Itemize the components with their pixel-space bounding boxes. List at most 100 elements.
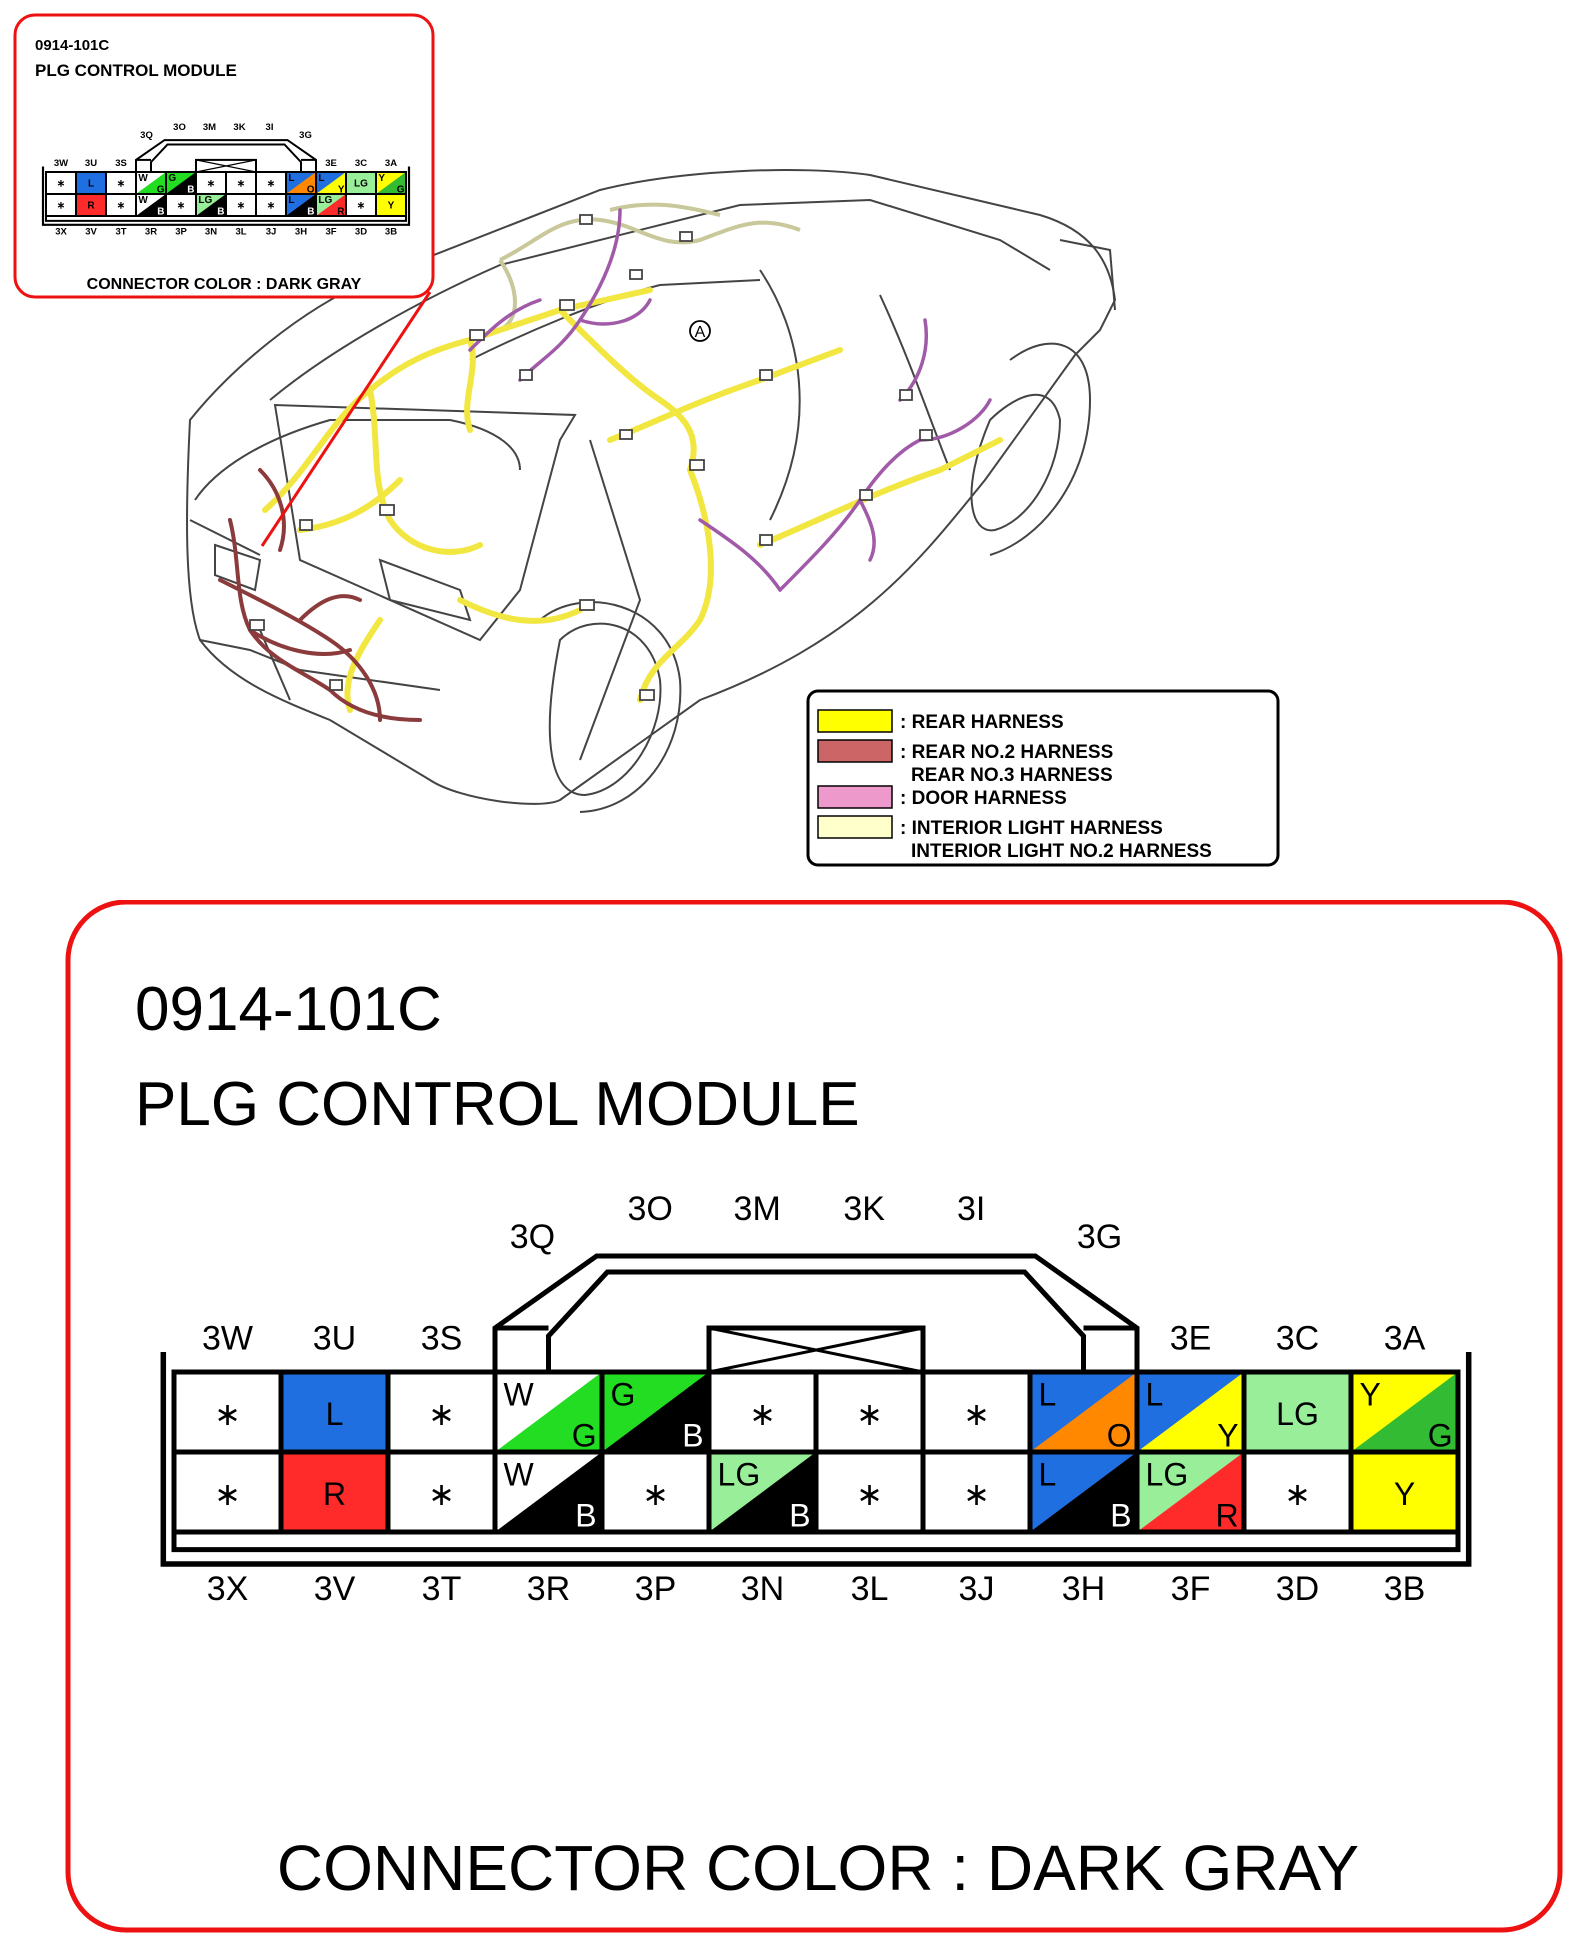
pin-cell: Y — [1348, 1449, 1461, 1535]
wire-color-primary: Y — [1360, 1377, 1381, 1413]
pin-label-raised: 3K — [843, 1190, 885, 1228]
interior-light-harness-route — [498, 202, 801, 332]
unused-pin-mark: ∗ — [428, 1476, 455, 1512]
pin-label-bottom: 3D — [1276, 1570, 1319, 1608]
unused-pin-mark: ∗ — [963, 1476, 990, 1512]
pin-label-raised: 3G — [1077, 1218, 1122, 1256]
wire-color-stripe: Y — [1217, 1417, 1238, 1453]
pin-cell: LG — [1241, 1369, 1354, 1455]
inset-code: 0914-101C — [35, 37, 109, 54]
inset-pin-cell: ∗ — [45, 171, 77, 195]
inset-pin-cell: ∗ — [45, 193, 77, 217]
pin-cell: ∗ — [385, 1449, 498, 1535]
pin-label-bottom: 3V — [314, 1570, 356, 1608]
pin-cell: YG — [1348, 1369, 1461, 1455]
inset-pin-label-bottom: 3L — [235, 227, 246, 238]
pin-cell: ∗ — [385, 1369, 498, 1455]
pin-cell: LB — [1027, 1449, 1140, 1535]
inset-pin-cell: ∗ — [195, 171, 227, 195]
pin-label-bottom: 3X — [207, 1570, 249, 1608]
pin-cell: ∗ — [813, 1369, 926, 1455]
legend-swatch — [817, 709, 893, 733]
legend-label: : REAR NO.2 HARNESS — [900, 742, 1113, 763]
inset-wire-color-primary: LG — [198, 195, 212, 206]
pin-label-raised: 3O — [627, 1190, 672, 1228]
inset-wire-color-primary: L — [318, 173, 324, 184]
inset-pin-label-top: 3S — [115, 158, 127, 169]
unused-pin-mark: ∗ — [642, 1476, 669, 1512]
legend-item: : REAR HARNESS — [817, 709, 1064, 733]
inset-wire-color-stripe: G — [157, 184, 165, 195]
pin-label-raised: 3M — [734, 1190, 781, 1228]
inset-pin-label-raised: 3Q — [140, 130, 153, 141]
legend-label: REAR NO.3 HARNESS — [911, 765, 1113, 786]
pin-label-bottom: 3F — [1171, 1570, 1211, 1608]
inset-wire-color-stripe: B — [307, 206, 314, 217]
pin-cell: WG — [492, 1369, 605, 1455]
unused-pin-mark: ∗ — [749, 1396, 776, 1432]
wire-color-stripe: R — [1216, 1497, 1239, 1533]
wire-color-primary: LG — [1146, 1457, 1189, 1493]
pin-label-bottom: 3H — [1062, 1570, 1105, 1608]
inset-pin-label-top: 3W — [54, 158, 68, 169]
pin-cell: WB — [492, 1449, 605, 1535]
inset-pin-cell: LB — [285, 193, 317, 217]
location-pointer-line — [260, 291, 432, 547]
wire-color: LG — [1276, 1396, 1319, 1432]
inset-pin-label-raised: 3G — [299, 130, 312, 141]
inset-pin-label-bottom: 3J — [266, 227, 277, 238]
inset-pin-cell: GB — [165, 171, 197, 195]
inset-wire-color-primary: L — [288, 173, 294, 184]
unused-pin-mark: ∗ — [214, 1476, 241, 1512]
inset-wire-color-primary: L — [288, 195, 294, 206]
connector-color-label: CONNECTOR COLOR : DARK GRAY — [277, 1832, 1359, 1904]
pin-label-bottom: 3B — [1384, 1570, 1426, 1608]
pin-label-top: 3E — [1170, 1320, 1212, 1358]
inset-wire-color-stripe: O — [307, 184, 315, 195]
inset-pin-cell: L — [75, 171, 107, 195]
inset-wire-color-primary: W — [138, 173, 148, 184]
pin-cell: R — [278, 1449, 391, 1535]
inset-unused-pin-mark: ∗ — [267, 201, 275, 212]
inset-pin-label-bottom: 3B — [385, 227, 397, 238]
wire-color-primary: G — [611, 1377, 636, 1413]
unused-pin-mark: ∗ — [1284, 1476, 1311, 1512]
wire-color-primary: L — [1146, 1377, 1164, 1413]
inset-pin-cell: Y — [375, 193, 407, 217]
harness-connectors — [249, 214, 933, 701]
pin-label-top: 3W — [202, 1320, 253, 1358]
inset-wire-color-primary: W — [138, 195, 148, 206]
inset-pin-cell: YG — [375, 171, 407, 195]
inset-pin-label-bottom: 3X — [55, 227, 67, 238]
legend-swatch — [817, 815, 893, 839]
inset-pin-label-bottom: 3D — [355, 227, 367, 238]
unused-pin-mark: ∗ — [428, 1396, 455, 1432]
wire-color-stripe: B — [1110, 1497, 1131, 1533]
connector-detail-panel: 0914-101C PLG CONTROL MODULE ∗L∗WGGB∗∗∗L… — [65, 900, 1563, 1933]
inset-wire-color-stripe: B — [217, 206, 224, 217]
pin-cell: ∗ — [813, 1449, 926, 1535]
inset-wire-color: LG — [354, 179, 368, 190]
inset-pin-cell: ∗ — [225, 171, 257, 195]
pin-cell: ∗ — [920, 1369, 1033, 1455]
wire-color: R — [323, 1476, 346, 1512]
inset-unused-pin-mark: ∗ — [237, 201, 245, 212]
inset-pin-cell: ∗ — [345, 193, 377, 217]
pin-label-bottom: 3T — [422, 1570, 462, 1608]
pin-label-bottom: 3P — [635, 1570, 677, 1608]
inset-pin-label-bottom: 3N — [205, 227, 217, 238]
inset-unused-pin-mark: ∗ — [117, 201, 125, 212]
pin-cell: ∗ — [171, 1449, 284, 1535]
inset-wire-color-primary: G — [168, 173, 176, 184]
connector-code: 0914-101C — [135, 975, 442, 1044]
inset-wire-color-stripe: B — [187, 184, 194, 195]
inset-wire-color-primary: LG — [318, 195, 332, 206]
pin-label-bottom: 3R — [527, 1570, 570, 1608]
inset-unused-pin-mark: ∗ — [237, 179, 245, 190]
pin-cell: ∗ — [599, 1449, 712, 1535]
inset-pin-cell: ∗ — [105, 171, 137, 195]
wire-color: Y — [1394, 1476, 1415, 1512]
inset-pin-cell: WG — [135, 171, 167, 195]
